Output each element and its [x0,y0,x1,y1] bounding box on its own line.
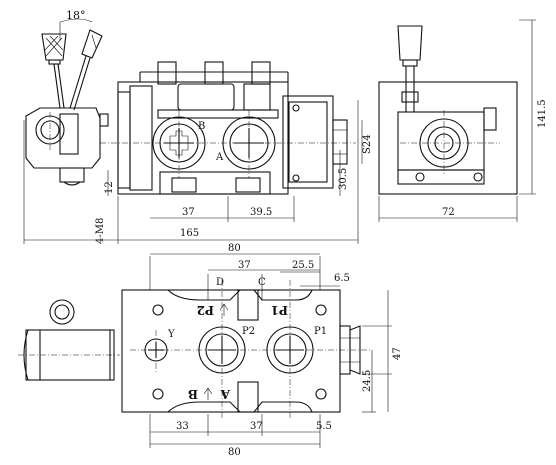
dim-165: 165 [180,228,199,239]
dim-47: 47 [392,347,403,360]
front-label-a: A [215,152,224,163]
dim-141-5: 141.5 [537,99,548,128]
dim-80-top: 80 [228,243,241,254]
dim-30-5: 30.5 [338,168,349,190]
front-view: 18° [23,9,373,244]
dim-33: 33 [176,421,189,432]
dim-37-top: 37 [238,260,251,271]
dim-39-5: 39.5 [250,207,272,218]
dim-12: 12 [104,181,115,194]
dim-s24: S24 [362,134,373,154]
side-view: 72 141.5 [378,19,548,222]
front-label-b: B [198,121,205,132]
port-label-b-bottom: B [188,387,198,401]
angle-label: 18° [66,9,86,22]
label-d: D [216,277,224,288]
pivot-housing [25,107,109,186]
dim-6-5: 6.5 [334,273,350,284]
top-label-y: Y [167,329,175,340]
port-label-p2-top: P2 [197,303,214,317]
top-label-p1: P1 [314,326,327,337]
dim-80-bottom: 80 [228,447,241,458]
top-view: P2 P1 B A Y P2 P1 [18,243,403,458]
top-label-p2: P2 [242,326,255,337]
valve-body-front: B A [117,61,348,195]
port-label-p1-top: P1 [271,303,288,317]
dim-5-5: 5.5 [316,421,332,432]
handle-knob-tilted [81,29,103,59]
dim-4-m8: 4-M8 [95,218,106,244]
port-label-a-bottom: A [220,387,231,401]
dim-25-5: 25.5 [292,260,314,271]
top-handle-housing [18,299,120,381]
dim-24-5: 24.5 [362,370,373,392]
dim-37-bottom: 37 [250,421,263,432]
handle-knob [41,33,67,65]
dim-37-front: 37 [182,207,195,218]
dim-72: 72 [442,207,455,218]
